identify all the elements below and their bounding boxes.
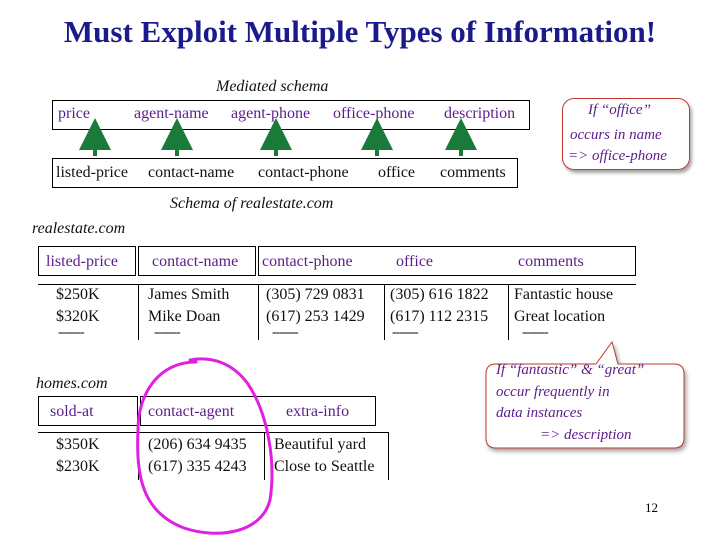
realestate-ellipsis-5: ------- [522,325,549,340]
mediated-attr-agent-name: agent-name [134,105,209,122]
realestate-divider-4 [508,284,509,340]
realestate-cell-comments-1: Fantastic house [514,286,614,303]
realestate-cell-comments-2: Great location [514,308,606,325]
homes-cell-agent-1: (206) 634 9435 [148,436,247,453]
realestate-cell-office-2: (617) 112 2315 [390,308,489,325]
realestate-ellipsis-3: ------- [272,325,299,340]
realestate-ellipsis-4: ------- [392,325,419,340]
realestate-label: realestate.com [32,220,126,237]
realestate-divider-1 [138,284,139,340]
slide-number: 12 [645,500,658,515]
realestate-cell-price-1: $250K [56,286,100,303]
homes-divider-2 [264,432,265,480]
homes-cell-extra-2: Close to Seattle [274,458,375,475]
callout-office-line1: If “office” [588,102,651,118]
realestate-header-cell-2 [138,246,256,276]
realestate-cell-name-1: James Smith [148,286,230,303]
realestate-data-topline [38,284,636,285]
realestate-header-contact-phone: contact-phone [262,253,353,270]
realestate-header-comments: comments [518,253,584,270]
homes-cell-agent-2: (617) 335 4243 [148,458,247,475]
homes-cell-price-2: $230K [56,458,100,475]
realestate-cell-price-2: $320K [56,308,100,325]
callout-office-line2: occurs in name [570,127,662,143]
callout-office-line3: => office-phone [568,148,667,164]
source-attr-contact-name: contact-name [148,164,235,181]
homes-label: homes.com [36,375,108,392]
homes-header-contact-agent: contact-agent [148,403,235,420]
source-attr-comments: comments [440,164,506,181]
homes-header-extra-info: extra-info [286,403,350,420]
realestate-header-cell-3 [258,246,636,276]
realestate-divider-3 [384,284,385,340]
callout-desc-line4: => description [540,427,632,443]
callout-desc-line1: If “fantastic” & “great” [496,362,645,378]
source-schema-caption: Schema of realestate.com [170,195,334,212]
callout-desc-line3: data instances [496,405,583,421]
mediated-attr-price: price [58,105,90,122]
source-attr-office: office [378,164,416,181]
realestate-ellipsis-2: ------- [154,325,181,340]
mediated-attr-description: description [444,105,516,122]
source-attr-listed-price: listed-price [56,164,128,181]
realestate-cell-office-1: (305) 616 1822 [390,286,489,303]
homes-divider-3 [388,432,389,480]
mediated-attr-agent-phone: agent-phone [231,105,311,122]
homes-data-topline [38,432,388,433]
homes-cell-price-1: $350K [56,436,100,453]
realestate-cell-contact-phone-2: (617) 253 1429 [266,308,365,325]
homes-header-cell-1 [38,396,138,426]
realestate-header-cell-1 [38,246,136,276]
realestate-ellipsis-1: ------- [58,325,85,340]
realestate-header-office: office [396,253,434,270]
callout-office-box [562,98,690,170]
mediated-attr-office-phone: office-phone [333,105,415,122]
realestate-divider-2 [258,284,259,340]
realestate-cell-name-2: Mike Doan [148,308,221,325]
realestate-header-contact-name: contact-name [152,253,239,270]
mediated-schema-caption: Mediated schema [216,78,329,95]
realestate-cell-contact-phone-1: (305) 729 0831 [266,286,365,303]
source-attr-contact-phone: contact-phone [258,164,349,181]
slide-title: Must Exploit Multiple Types of Informati… [63,14,657,49]
source-schema-box [52,158,518,188]
homes-cell-extra-1: Beautiful yard [274,436,366,453]
homes-header-sold-at: sold-at [50,403,94,420]
callout-desc-line2: occur frequently in [496,384,610,400]
realestate-header-listed-price: listed-price [46,253,118,270]
